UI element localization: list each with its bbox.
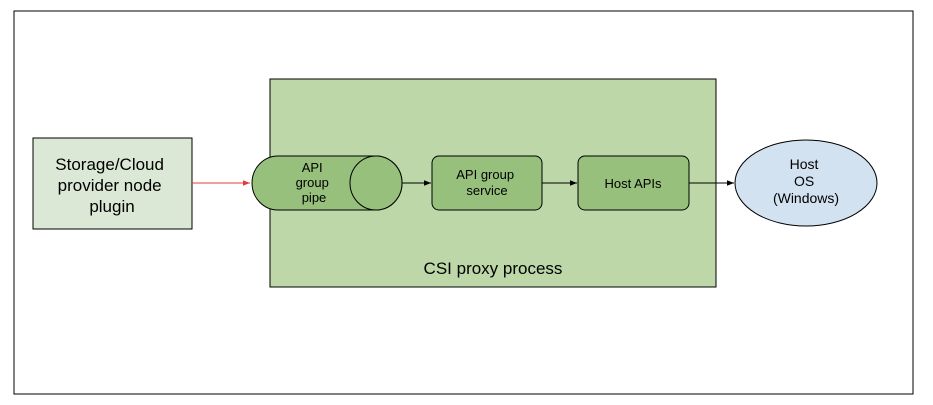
service-label-line-2: service xyxy=(466,183,507,198)
service-label-line-1: API group xyxy=(456,167,514,182)
host-os: Host OS (Windows) xyxy=(734,139,878,227)
api-group-pipe-label: API group pipe xyxy=(296,160,333,205)
host-apis: Host APIs xyxy=(577,155,690,211)
host-os-line-1: Host xyxy=(790,156,819,172)
api-group-pipe: API group pipe xyxy=(251,155,403,211)
plugin-label-line-3: plugin xyxy=(89,197,134,216)
api-group-pipe-end xyxy=(349,155,403,211)
pipe-label-line-1: API xyxy=(302,160,323,175)
host-os-line-3: (Windows) xyxy=(773,190,839,206)
pipe-label-line-3: pipe xyxy=(302,190,327,205)
host-os-label: Host OS (Windows) xyxy=(773,156,839,206)
host-os-line-2: OS xyxy=(794,173,814,189)
plugin-label-line-1: Storage/Cloud xyxy=(55,155,164,174)
csi-proxy-process-label: CSI proxy process xyxy=(424,259,563,278)
host-os-ellipse xyxy=(734,139,878,227)
plugin-label-line-2: provider node xyxy=(58,176,162,195)
host-apis-label: Host APIs xyxy=(604,176,662,191)
api-group-service: API group service xyxy=(431,155,543,211)
plugin-label: Storage/Cloud provider node plugin xyxy=(55,155,168,216)
pipe-label-line-2: group xyxy=(296,175,329,190)
api-group-service-label: API group service xyxy=(456,167,517,198)
plugin-node: Storage/Cloud provider node plugin xyxy=(32,137,193,230)
